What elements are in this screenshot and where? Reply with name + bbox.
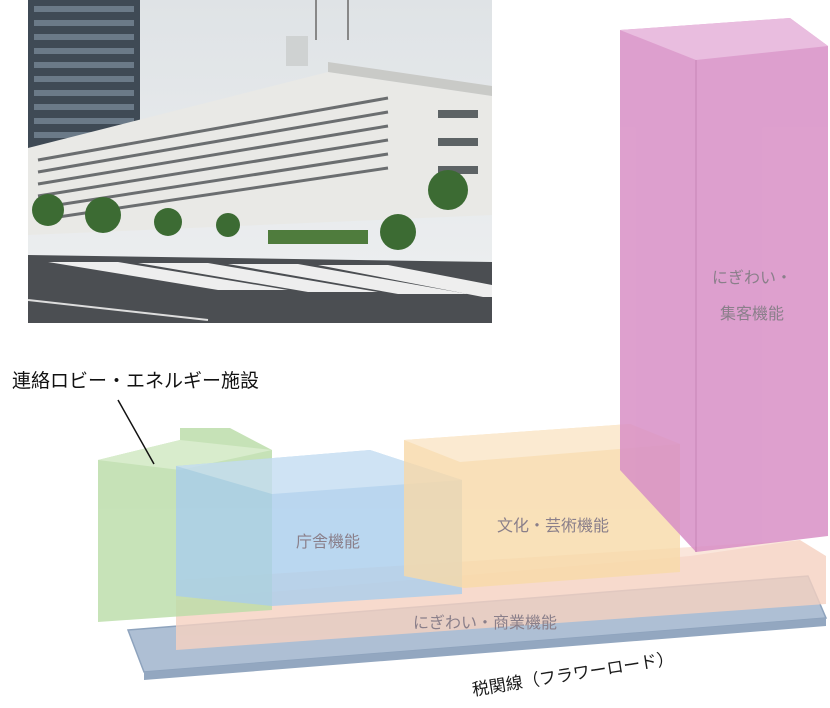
culture-label: 文化・芸術機能 [497,516,610,535]
tower-volume [620,18,828,552]
city-hall-photo [28,0,492,323]
tower-label: にぎわい・ 集客機能 [712,260,792,332]
culture-volume [404,424,680,588]
tower-label-line2: 集客機能 [720,304,785,323]
office-label: 庁舎機能 [296,532,361,551]
commercial-label: にぎわい・商業機能 [413,613,558,632]
office-volume [176,450,462,606]
street-trees [32,170,468,250]
callout-label: 連絡ロビー・エネルギー施設 [12,370,260,392]
callout-leader [117,399,155,465]
tower-label-line1: にぎわい・ [712,268,793,287]
